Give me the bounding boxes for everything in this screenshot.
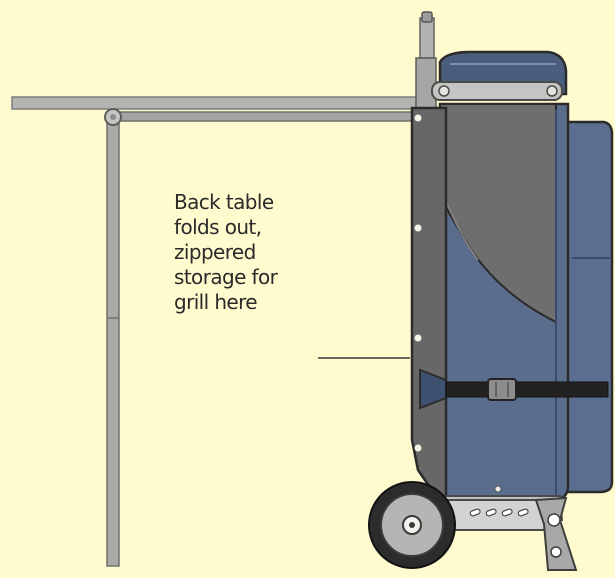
side-pocket (558, 120, 614, 494)
grill-lid (431, 50, 568, 101)
table-leg (104, 108, 122, 567)
strap (419, 368, 609, 410)
table-storage-callout: Back table folds out, zippered storage f… (174, 190, 324, 315)
back-table (11, 96, 425, 122)
handle-post (415, 11, 437, 109)
callout-line-4: storage for (174, 265, 278, 289)
callout-line-2: folds out, (174, 215, 262, 239)
wheel (368, 481, 456, 569)
callout-line-1: Back table (174, 190, 274, 214)
strap-buckle (487, 378, 517, 401)
callout-line-3: zippered (174, 240, 256, 264)
callout-line-5: grill here (174, 290, 258, 314)
storage-bag (438, 102, 570, 502)
base-frame (438, 485, 564, 531)
frame-panel (410, 106, 448, 504)
foot-stand (534, 496, 578, 571)
